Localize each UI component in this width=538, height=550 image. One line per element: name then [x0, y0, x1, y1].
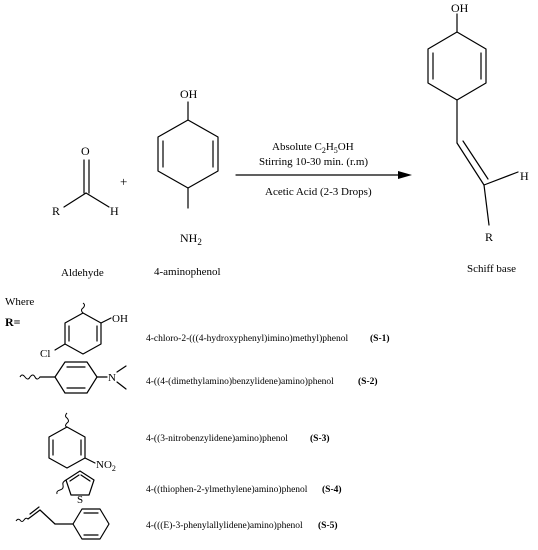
- aldehyde-structure: O R H Aldehyde: [52, 144, 119, 279]
- substituent-s1-structure: OH Cl: [40, 302, 128, 360]
- product-r-group: R: [485, 230, 493, 244]
- product-hydrogen: H: [520, 169, 529, 183]
- s3-code: (S-3): [310, 433, 330, 444]
- substituent-s4-structure: S: [56, 470, 95, 506]
- s5-ring: [72, 508, 110, 540]
- substituent-s5-structure: [15, 506, 110, 540]
- plus-sign: +: [120, 174, 127, 189]
- aminophenol-ring: [157, 119, 219, 189]
- s4-ring: [65, 470, 95, 496]
- s2-code: (S-2): [358, 376, 378, 387]
- substituent-s1-label: 4-chloro-2-(((4-hydroxyphenyl)imino)meth…: [146, 333, 390, 344]
- product-vinyl-bond: [456, 142, 485, 186]
- s5-vinyl-bond: [27, 509, 41, 520]
- product-ring: [427, 31, 487, 101]
- s3-ring: [48, 426, 86, 469]
- r-equals-label: R=: [5, 315, 21, 329]
- s2-methyl-bond-2: [116, 381, 127, 390]
- aldehyde-h-bond: [85, 192, 110, 208]
- substituent-s3-structure: NO2: [48, 412, 116, 473]
- reaction-arrow-group: Absolute C2H5OH Stirring 10-30 min. (r.m…: [235, 141, 412, 198]
- s1-hydroxyl: OH: [112, 313, 128, 325]
- s4-code: (S-4): [322, 484, 342, 495]
- s5-vinyl-double-bond: [29, 506, 40, 515]
- substituent-s3-label: 4-((3-nitrobenzylidene)amino)phenol (S-3…: [146, 433, 330, 444]
- s2-name: 4-((4-(dimethylamino)benzylidene)amino)p…: [146, 376, 334, 387]
- reaction-arrow-head: [398, 171, 412, 179]
- product-name: Schiff base: [467, 263, 516, 275]
- aldehyde-hydrogen: H: [110, 204, 119, 218]
- s4-attachment-wavy: [56, 479, 67, 495]
- product-hydroxyl: OH: [451, 1, 469, 15]
- s1-code: (S-1): [370, 333, 390, 344]
- aminophenol-structure: OH NH2 4-aminophenol: [154, 87, 221, 278]
- aldehyde-r-bond: [63, 192, 87, 208]
- s3-attachment-wavy: [65, 412, 69, 428]
- aminophenol-hydroxyl: OH: [180, 87, 198, 101]
- s5-link-bond: [39, 509, 56, 525]
- aldehyde-r-group: R: [52, 204, 60, 218]
- s1-ring: [64, 312, 102, 355]
- where-label: Where: [5, 296, 34, 308]
- catalyst-condition: Acetic Acid (2-3 Drops): [265, 186, 372, 198]
- s1-attachment-wavy: [81, 302, 85, 314]
- s1-chlorine: Cl: [40, 348, 50, 360]
- s1-oh-bond: [100, 317, 112, 324]
- product-r-bond: [483, 184, 490, 226]
- s5-code: (S-5): [318, 520, 338, 531]
- s2-attachment-wavy: [19, 374, 41, 380]
- s5-name: 4-(((E)-3-phenylallylidene)amino)phenol: [146, 520, 303, 531]
- aminophenol-name: 4-aminophenol: [154, 266, 221, 278]
- s4-sulfur: S: [77, 494, 83, 506]
- product-vinyl-double-bond: [462, 140, 489, 180]
- stirring-condition: Stirring 10-30 min. (r.m): [259, 156, 368, 168]
- substituent-s5-label: 4-(((E)-3-phenylallylidene)amino)phenol …: [146, 520, 338, 531]
- aldehyde-oxygen: O: [81, 144, 90, 158]
- s3-name: 4-((3-nitrobenzylidene)amino)phenol: [146, 433, 288, 444]
- s3-no2-bond: [84, 457, 96, 464]
- s4-double-bond-1: [69, 474, 80, 482]
- s4-name: 4-((thiophen-2-ylmethylene)amino)phenol: [146, 484, 308, 495]
- s4-double-bond-2: [80, 474, 91, 482]
- s3-nitro: NO2: [96, 459, 116, 473]
- product-structure: OH H R Schiff base: [427, 1, 529, 275]
- s2-methyl-bond-1: [116, 365, 127, 373]
- substituent-s4-label: 4-((thiophen-2-ylmethylene)amino)phenol …: [146, 484, 342, 495]
- product-h-bond: [483, 171, 519, 186]
- substituent-s2-structure: N: [19, 361, 127, 394]
- aminophenol-amino: NH2: [180, 231, 202, 247]
- s1-name: 4-chloro-2-(((4-hydroxyphenyl)imino)meth…: [146, 333, 348, 344]
- substituent-s2-label: 4-((4-(dimethylamino)benzylidene)amino)p…: [146, 376, 378, 387]
- solvent-condition: Absolute C2H5OH: [272, 141, 354, 155]
- s5-attachment-wavy: [15, 517, 29, 522]
- aldehyde-name: Aldehyde: [61, 267, 104, 279]
- s1-cl-bond: [54, 343, 66, 351]
- s2-nitrogen: N: [108, 372, 116, 384]
